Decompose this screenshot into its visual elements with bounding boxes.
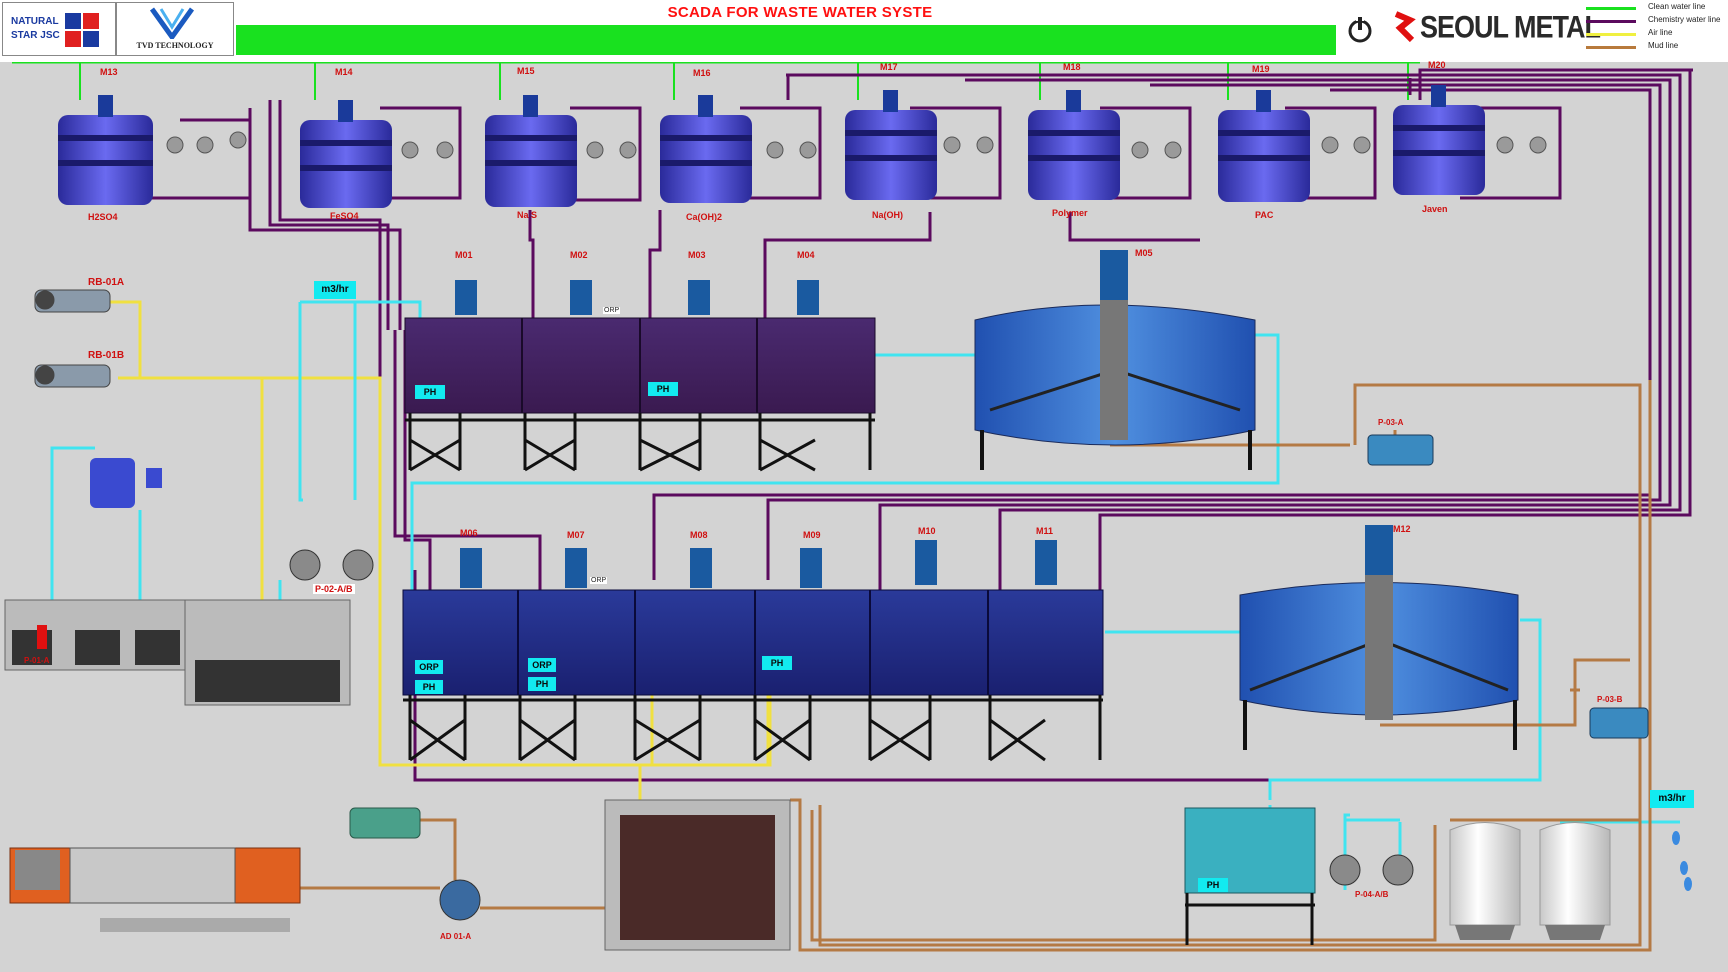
ph-tag[interactable]: PH [528, 677, 556, 691]
brand-name: SEOUL METAL [1420, 9, 1601, 45]
motor-label: M15 [517, 66, 535, 76]
blower-b-label: RB-01B [88, 350, 125, 361]
blower-a-label: RB-01A [88, 277, 125, 288]
ph-tag[interactable]: PH [762, 656, 792, 670]
page-title: SCADA FOR WASTE WATER SYSTE [667, 4, 933, 21]
motor-label: M04 [797, 250, 815, 260]
chemical-tanks-group [58, 85, 1485, 208]
motor-label: M11 [1036, 526, 1054, 536]
motor-label: M14 [335, 67, 353, 77]
pump-p01-label: P-01-A [24, 656, 50, 665]
collection-pit [4, 599, 351, 706]
pump-p02-label: P-02-A/B [313, 584, 355, 594]
chemical-name: FeSO4 [330, 211, 359, 221]
motor-label: M16 [693, 68, 711, 78]
filter-tanks [1449, 822, 1611, 940]
motor-label: M01 [455, 250, 473, 260]
reactor-2 [402, 540, 1104, 762]
chemical-name: H2SO4 [88, 212, 118, 222]
ph-tag[interactable]: PH [415, 385, 445, 399]
motor-label: M05 [1135, 248, 1153, 258]
chemical-name: Na S [517, 210, 538, 220]
ph-tag[interactable]: PH [415, 680, 443, 694]
motor-label: M02 [570, 250, 588, 260]
natural-star-logo: NATURAL STAR JSC [2, 2, 116, 56]
motor-label: M18 [1063, 62, 1081, 72]
orp-sensor: ORP [590, 577, 608, 584]
tvd-technology-logo: TVD TECHNOLOGY [116, 2, 234, 56]
ph-tag[interactable]: PH [1198, 878, 1228, 892]
legend-item: Clean water line [1582, 2, 1728, 14]
motor-label: M08 [690, 530, 708, 540]
chemical-name: Ca(OH)2 [686, 212, 723, 222]
motor-label: M19 [1252, 64, 1270, 74]
motor-label: M07 [567, 530, 585, 540]
motor-label: M12 [1393, 524, 1411, 534]
motor-label: M17 [880, 62, 898, 72]
line-legend: Clean water line Chemistry water line Ai… [1582, 0, 1728, 58]
clarifier-1 [974, 250, 1256, 470]
chemical-name: Polymer [1052, 208, 1088, 218]
logo-mid-text: TVD TECHNOLOGY [136, 41, 214, 50]
chemical-name: Na(OH) [872, 210, 903, 220]
motor-label: M03 [688, 250, 706, 260]
motor-label: M20 [1428, 60, 1446, 70]
logo-left-line2: STAR JSC [11, 30, 60, 41]
reactor-1 [404, 280, 876, 472]
clarifier-2 [1239, 525, 1519, 750]
pump-p04-label: P-04-A/B [1355, 890, 1389, 899]
motor-label: M09 [803, 530, 821, 540]
power-icon[interactable] [1346, 16, 1374, 44]
seoul-metal-logo-mark [1392, 10, 1416, 44]
tvd-v-icon [149, 7, 195, 42]
pump-p03a-label: P-03-A [1378, 418, 1404, 427]
motor-label: M10 [918, 526, 936, 536]
chemical-name: Javen [1422, 204, 1448, 214]
legend-item: Mud line [1582, 41, 1728, 53]
status-bar [236, 25, 1336, 55]
filter-press [9, 847, 301, 932]
orp-tag[interactable]: ORP [415, 660, 443, 674]
legend-item: Chemistry water line [1582, 15, 1728, 27]
motor-label: M06 [460, 528, 478, 538]
legend-item: Air line [1582, 28, 1728, 40]
pump-p03b-label: P-03-B [1597, 695, 1623, 704]
flow-meter-2[interactable]: m3/hr [1650, 790, 1694, 808]
motor-label: M13 [100, 67, 118, 77]
compressor-label: AD 01-A [440, 932, 472, 941]
ph-tag[interactable]: PH [648, 382, 678, 396]
orp-sensor: ORP [603, 307, 621, 314]
orp-tag[interactable]: ORP [528, 658, 556, 672]
logo-left-line1: NATURAL [11, 16, 59, 27]
flow-meter-1[interactable]: m3/hr [314, 281, 356, 299]
chemical-name: PAC [1255, 210, 1274, 220]
